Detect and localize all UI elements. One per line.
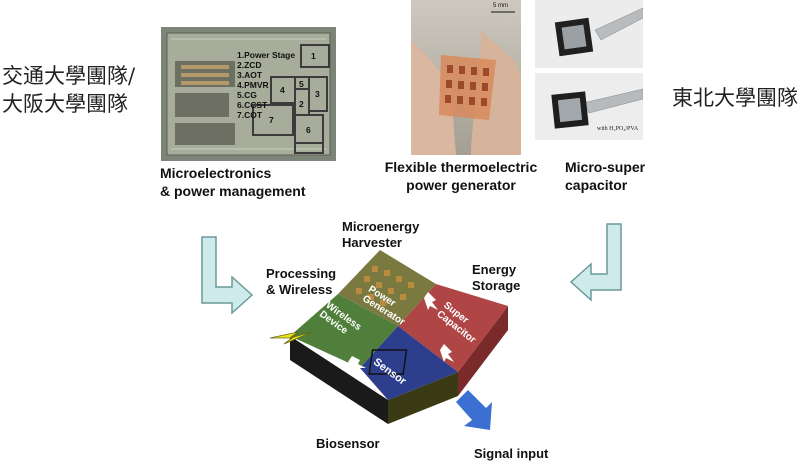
signal-input-label: Signal input bbox=[474, 446, 549, 461]
teg-photo: 5 mm bbox=[411, 0, 521, 155]
right-team-label: 東北大學團隊 bbox=[672, 86, 798, 110]
device-side-front bbox=[388, 372, 458, 424]
chip-number-5: 5 bbox=[299, 79, 304, 89]
chip-number-3: 3 bbox=[315, 89, 320, 99]
capacitor-image-bottom bbox=[535, 73, 643, 140]
processing-label: Processing & Wireless bbox=[266, 266, 336, 298]
device-side-right bbox=[458, 306, 508, 396]
chip-die-image bbox=[161, 27, 336, 161]
storage-panel bbox=[398, 284, 508, 372]
left-team-line1: 交通大學團隊/ bbox=[2, 64, 136, 88]
capacitor-photo-top bbox=[535, 0, 643, 68]
left-team-line2: 大阪大學團隊 bbox=[2, 92, 128, 116]
capacitor-image-top bbox=[535, 0, 643, 68]
capacitor-caption-line2: capacitor bbox=[565, 177, 628, 193]
wireless-panel bbox=[290, 294, 398, 368]
chip-number-4: 4 bbox=[280, 85, 285, 95]
capacitor-caption-line1: Micro-super bbox=[565, 159, 646, 175]
capacitor-caption: Micro-super capacitor bbox=[565, 158, 645, 194]
storage-label: Energy Storage bbox=[472, 262, 520, 294]
chip-number-2: 2 bbox=[299, 99, 304, 109]
chip-block-5: 5.CG bbox=[237, 90, 257, 100]
capacitor-photo-bottom: with H₂PO₄/PVA bbox=[535, 73, 643, 140]
harvester-label: Microenergy Harvester bbox=[342, 219, 419, 251]
teg-caption-line2: power generator bbox=[406, 177, 516, 193]
signal-input-arrow-icon bbox=[456, 390, 492, 430]
chip-number-7: 7 bbox=[269, 115, 274, 125]
device-diagram bbox=[269, 250, 508, 430]
chip-die-photo: 1.Power Stage 2.ZCD 3.AOT 4.PMVR 5.CG 6.… bbox=[161, 27, 336, 161]
storage-label-line2: Storage bbox=[472, 278, 521, 293]
right-flow-arrow bbox=[569, 223, 622, 302]
chip-block-7: 7.COT bbox=[237, 110, 263, 120]
chip-block-3: 3.AOT bbox=[237, 70, 263, 80]
left-flow-arrow bbox=[201, 236, 254, 315]
chip-block-6: 6.CCST bbox=[237, 100, 268, 110]
chip-block-4: 4.PMVR bbox=[237, 80, 269, 90]
chip-caption-line1: Microelectronics bbox=[160, 165, 272, 181]
left-team-label: 交通大學團隊/ 大阪大學團隊 bbox=[2, 62, 152, 118]
processing-label-line1: Processing bbox=[266, 266, 337, 281]
flow-arrows bbox=[348, 292, 454, 372]
wireless-lightning-icon bbox=[269, 331, 313, 345]
teg-caption-line1: Flexible thermoelectric bbox=[384, 159, 538, 175]
sensor-chip-outline bbox=[368, 349, 408, 375]
teg-scale-label: 5 mm bbox=[493, 3, 508, 9]
sensor-panel bbox=[360, 326, 458, 400]
chip-number-1: 1 bbox=[311, 51, 316, 61]
chip-number-6: 6 bbox=[306, 125, 311, 135]
chip-caption-line2: & power management bbox=[160, 183, 306, 199]
processing-label-line2: & Wireless bbox=[266, 282, 333, 297]
harvester-panel bbox=[338, 250, 436, 326]
chip-block-2: 2.ZCD bbox=[237, 60, 262, 70]
teg-image bbox=[411, 0, 521, 155]
chip-block-list: 1.Power Stage 2.ZCD 3.AOT 4.PMVR 5.CG 6.… bbox=[237, 50, 295, 120]
biosensor-label: Biosensor bbox=[316, 436, 380, 451]
chip-caption: Microelectronics & power management bbox=[160, 164, 305, 200]
chip-block-1: 1.Power Stage bbox=[237, 50, 296, 60]
teg-caption: Flexible thermoelectric power generator bbox=[383, 158, 539, 194]
harvester-cells bbox=[356, 266, 414, 306]
harvester-label-line1: Microenergy bbox=[342, 219, 420, 234]
storage-label-line1: Energy bbox=[472, 262, 517, 277]
device-side-left bbox=[290, 336, 388, 424]
capacitor-photo-label: with H₂PO₄/PVA bbox=[597, 126, 639, 132]
harvester-label-line2: Harvester bbox=[342, 235, 402, 250]
